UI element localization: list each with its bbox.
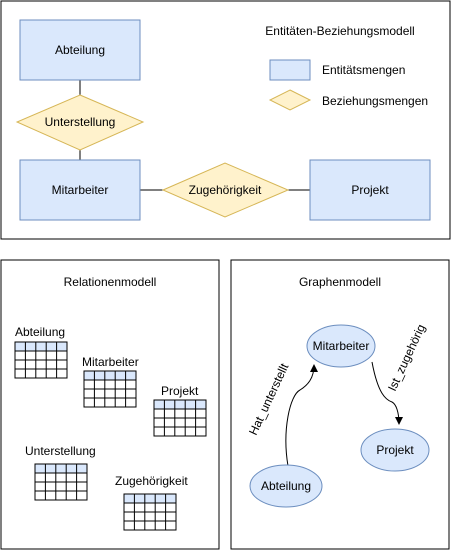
table-unterstellung-grid[interactable] [34,463,88,501]
table-abteilung-label: Abteilung [15,325,65,339]
er-panel-title: Entitäten-Beziehungsmodell [265,24,414,38]
relation-zugehoerigkeit[interactable]: Zugehörigkeit [161,162,290,218]
graph-panel-title: Graphenmodell [299,275,381,289]
entity-mitarbeiter[interactable]: Mitarbeiter [19,159,141,221]
relation-zugehoerigkeit-label: Zugehörigkeit [189,183,262,197]
table-header-row [34,463,88,474]
entity-mitarbeiter-label: Mitarbeiter [52,183,109,197]
entity-projekt[interactable]: Projekt [309,159,431,221]
table-projekt-grid[interactable] [153,399,207,437]
node-mitarbeiter-label: Mitarbeiter [313,339,370,353]
table-unterstellung-label: Unterstellung [25,444,96,458]
table-body [123,502,177,531]
table-header-row [14,341,68,352]
legend-entity-label: Entitätsmengen [322,63,405,77]
edge-hat-unterstellt [285,364,318,467]
table-body [153,408,207,437]
table-header-row [123,493,177,504]
node-mitarbeiter[interactable]: Mitarbeiter [306,324,376,368]
table-header-row [83,370,137,381]
entity-projekt-label: Projekt [351,183,389,197]
table-abteilung-grid[interactable] [14,341,68,379]
relation-unterstellung[interactable]: Unterstellung [15,94,145,151]
legend-entity: Entitätsmengen [269,59,405,81]
node-projekt[interactable]: Projekt [360,428,430,472]
edge-ist-zugehoerig [371,361,403,425]
table-zugehoerigkeit-label: Zugehörigkeit [115,474,188,488]
node-projekt-label: Projekt [376,443,414,457]
relational-panel-title: Relationenmodell [64,275,157,289]
table-header-row [153,399,207,410]
node-abteilung-label: Abteilung [261,479,311,493]
table-mitarbeiter-label: Mitarbeiter [82,355,139,369]
table-body [34,472,88,501]
node-abteilung[interactable]: Abteilung [249,464,323,508]
legend-relation-swatch [268,89,312,111]
legend-relation-label: Beziehungsmengen [322,94,428,108]
entity-abteilung[interactable]: Abteilung [19,19,141,81]
legend-relation: Beziehungsmengen [268,89,428,111]
table-zugehoerigkeit-grid[interactable] [123,493,177,531]
legend-entity-swatch [269,59,311,81]
table-projekt-label: Projekt [161,384,199,398]
table-mitarbeiter-grid[interactable] [83,370,137,408]
table-body [14,350,68,379]
relation-unterstellung-label: Unterstellung [45,115,116,129]
table-body [83,379,137,408]
entity-abteilung-label: Abteilung [55,43,105,57]
